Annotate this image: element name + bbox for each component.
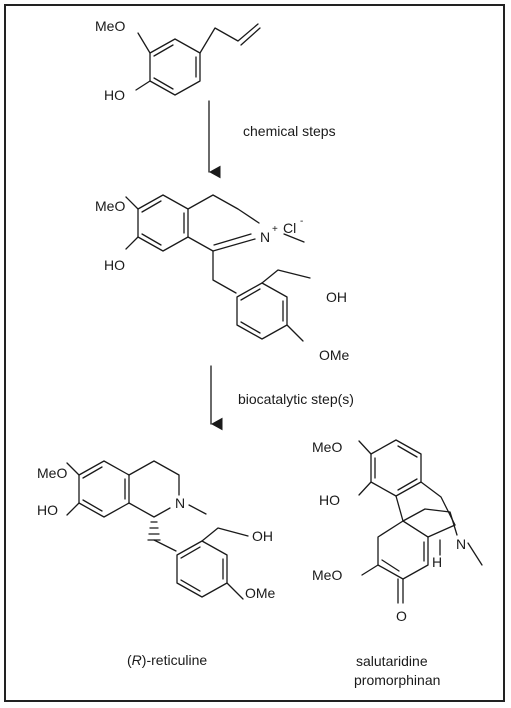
salutaridine-meo-bottom-label: MeO xyxy=(312,567,342,583)
iminium-meo-label: MeO xyxy=(95,198,125,214)
salutaridine-meo-top-label: MeO xyxy=(312,439,342,455)
reticuline-oh-label: OH xyxy=(252,528,273,544)
salutaridine-structure: MeO HO MeO O N H xyxy=(312,439,483,624)
reticuline-n-label: N xyxy=(175,495,185,511)
chloride-label: Cl xyxy=(283,220,296,236)
chemical-steps-label: chemical steps xyxy=(243,123,336,139)
reticuline-structure: MeO HO N OH OMe xyxy=(37,460,276,601)
salutaridine-h-label: H xyxy=(432,554,442,570)
salutaridine-ketone-o-label: O xyxy=(396,608,407,624)
iminium-oh-label: OH xyxy=(326,289,347,305)
reticuline-name: (R)-reticuline xyxy=(127,652,207,668)
reticuline-ho-label: HO xyxy=(37,502,58,518)
biocatalytic-steps-label: biocatalytic step(s) xyxy=(238,391,354,407)
iminium-structure: MeO HO N + Cl - OH OMe xyxy=(95,194,350,363)
eugenol-ho-label: HO xyxy=(104,87,125,103)
salutaridine-n-label: N xyxy=(456,536,466,552)
iminium-ome-label: OMe xyxy=(319,347,350,363)
iminium-n-charge: + xyxy=(272,224,278,235)
chloride-charge: - xyxy=(300,216,303,227)
reticuline-ome-label: OMe xyxy=(245,585,276,601)
salutaridine-name-line1: salutaridine xyxy=(356,653,428,669)
iminium-ho-label: HO xyxy=(104,257,125,273)
salutaridine-ho-label: HO xyxy=(319,492,340,508)
eugenol-meo-label: MeO xyxy=(95,18,125,34)
eugenol-structure: MeO HO xyxy=(95,18,261,103)
figure-frame xyxy=(4,4,505,702)
iminium-n-label: N xyxy=(260,229,270,245)
salutaridine-name-line2: promorphinan xyxy=(354,672,440,688)
reticuline-meo-label: MeO xyxy=(37,465,67,481)
